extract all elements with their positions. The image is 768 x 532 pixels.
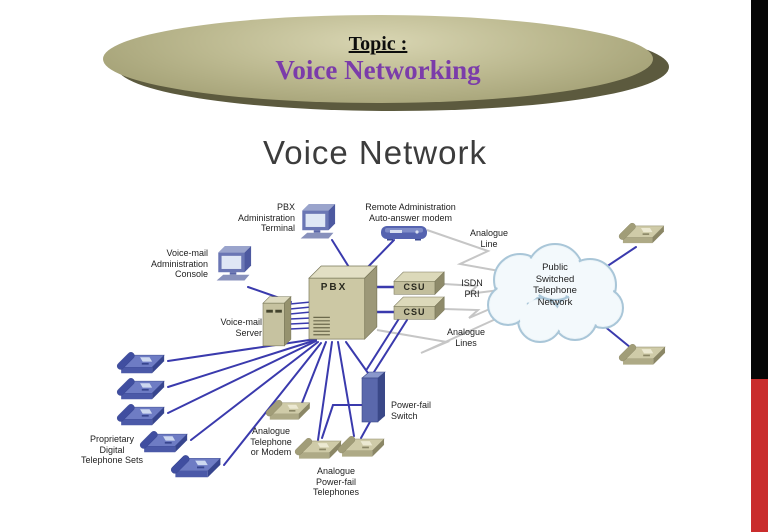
voice-mail-server-icon xyxy=(262,295,292,347)
label-analogue-telephone-or-modem: Analogue Telephone or Modem xyxy=(250,426,292,457)
topic-label: Topic : xyxy=(348,33,408,55)
pbx-admin-terminal-icon xyxy=(300,204,336,239)
digital-telephone-icon xyxy=(115,350,165,374)
label-analogue-lines: Analogue Lines xyxy=(446,327,486,348)
label-analogue-line: Analogue Line xyxy=(469,228,509,249)
digital-telephone-icon xyxy=(169,453,221,478)
topic-ellipse: Topic : Voice Networking xyxy=(103,15,653,103)
pstn-telephone-icon xyxy=(617,342,666,365)
label-isdn-pri: ISDN PRI xyxy=(461,278,483,299)
digital-telephone-icon xyxy=(115,402,165,426)
vm-admin-console-icon xyxy=(216,246,252,281)
diagram-title: Voice Network xyxy=(263,134,487,171)
label-pbx-admin-terminal: PBX Administration Terminal xyxy=(237,202,295,233)
pbx-cabinet-icon xyxy=(308,265,378,340)
label-csu-top: CSU xyxy=(403,282,426,292)
analogue-trunk-lines xyxy=(376,229,506,354)
label-pbx: PBX xyxy=(320,282,348,293)
pstn-cloud-icon xyxy=(487,243,624,343)
topic-title: Voice Networking xyxy=(275,55,481,85)
label-csu-bottom: CSU xyxy=(403,307,426,317)
digital-telephone-icon xyxy=(115,376,165,400)
label-pstn-cloud: Public Switched Telephone Network xyxy=(533,262,577,308)
power-fail-switch-icon xyxy=(361,371,386,423)
label-remote-admin-modem: Remote Administration Auto-answer modem xyxy=(365,202,456,223)
label-vm-admin-console: Voice-mail Administration Console xyxy=(150,248,208,279)
label-power-fail-switch: Power-fail Switch xyxy=(391,400,432,421)
label-analogue-power-fail-telephones: Analogue Power-fail Telephones xyxy=(312,466,360,497)
pstn-telephone-icon xyxy=(617,221,664,244)
auto-answer-modem-icon xyxy=(381,226,427,241)
label-proprietary-digital-telephone-sets: Proprietary Digital Telephone Sets xyxy=(80,434,144,465)
label-vm-server: Voice-mail Server xyxy=(220,317,262,338)
side-bar-red xyxy=(751,379,768,532)
side-bar-black xyxy=(751,0,768,379)
